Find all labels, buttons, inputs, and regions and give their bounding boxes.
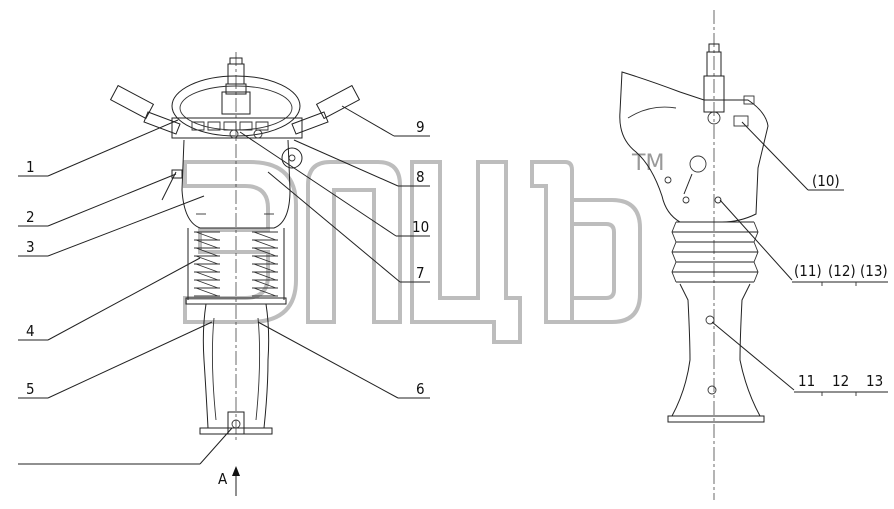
left-handle: [109, 84, 181, 135]
left-spring: [194, 231, 220, 297]
leader-lines: [18, 105, 888, 465]
label-12: 12: [832, 372, 849, 390]
label-13-paren: (13): [860, 262, 888, 280]
label-3: 3: [26, 238, 35, 256]
label-view-a: A: [218, 470, 228, 488]
label-1: 1: [26, 158, 35, 176]
watermark-tm-text: TM: [631, 151, 664, 176]
label-12-paren: (12): [828, 262, 856, 280]
side-view: [619, 10, 769, 500]
right-spring: [252, 231, 278, 297]
label-5: 5: [26, 380, 35, 398]
label-10: 10: [412, 218, 429, 236]
label-11-paren: (11): [794, 262, 822, 280]
label-4: 4: [26, 322, 35, 340]
label-13: 13: [866, 372, 883, 390]
label-8: 8: [416, 168, 425, 186]
watermark-logo: [183, 160, 642, 344]
label-6: 6: [416, 380, 425, 398]
callout-labels: 1 2 3 4 5 9 8 10 7 6 A (10) (11) (12) (1…: [26, 118, 888, 488]
bellows: [671, 221, 759, 283]
label-7: 7: [416, 264, 425, 282]
label-10-paren: (10): [812, 172, 840, 190]
label-2: 2: [26, 208, 35, 226]
label-11: 11: [798, 372, 815, 390]
label-9: 9: [416, 118, 425, 136]
right-handle: [291, 84, 361, 135]
front-view: [109, 52, 361, 496]
